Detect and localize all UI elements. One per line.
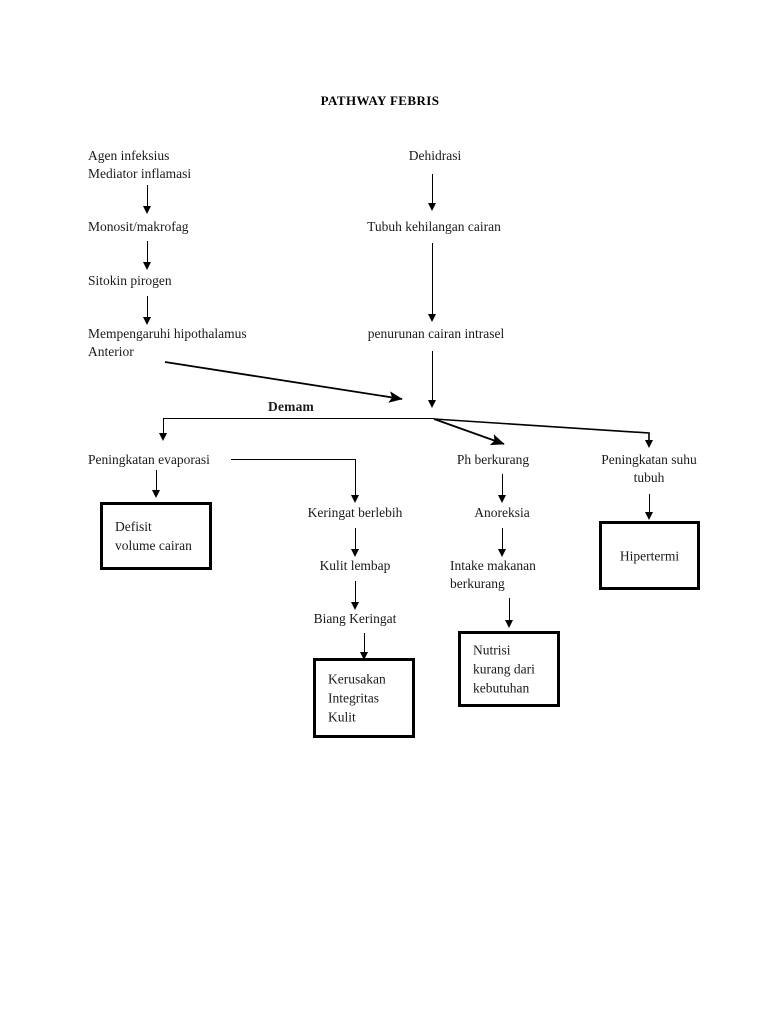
node-anoreksia: Anoreksia <box>474 505 530 520</box>
edge-hipothalamus-to-demam <box>164 361 403 403</box>
box-nutrisi-kurang-dari-kebutuhan: Nutrisi kurang dari kebutuhan <box>458 631 560 707</box>
edge-suhu-to-hipertermi-arrow <box>645 512 653 520</box>
edge-evaporasi-to-keringat-v <box>355 459 356 500</box>
edge-demam-to-evaporasi-line <box>163 418 164 438</box>
node-biang-keringat: Biang Keringat <box>313 611 397 626</box>
node-agen-infeksius: Agen infeksius Mediator inflamasi <box>88 148 192 181</box>
page-title: PATHWAY FEBRIS <box>320 93 440 108</box>
edge-biang-to-kerusakan-arrow <box>360 652 368 660</box>
edge-demam-to-suhu-arrow <box>645 440 653 448</box>
edge-dehidrasi-to-tubuh-line <box>432 174 433 208</box>
box-kerusakan-integritas-kulit-text: Kerusakan Integritas Kulit <box>328 671 386 725</box>
edge-keringat-to-kulit-arrow <box>351 549 359 557</box>
edge-evaporasi-to-defisit-arrow <box>152 490 160 498</box>
edge-evaporasi-to-keringat-arrow <box>351 495 359 503</box>
edge-sitokin-to-hipothalamus-arrow <box>143 317 151 325</box>
edge-monosit-to-sitokin-arrow <box>143 262 151 270</box>
node-sitokin-pirogen: Sitokin pirogen <box>88 273 172 288</box>
box-hipertermi-text: Hipertermi <box>619 548 680 563</box>
box-nutrisi-kurang-dari-kebutuhan-text: Nutrisi kurang dari kebutuhan <box>473 642 535 696</box>
edge-kulit-to-biang-line <box>355 581 356 607</box>
edge-demam-to-ph-berkurang <box>433 418 505 446</box>
node-keringat-berlebih: Keringat berlebih <box>307 505 403 520</box>
node-penurunan-cairan-intrasel: penurunan cairan intrasel <box>367 326 505 341</box>
edge-suhu-to-hipertermi-line <box>649 494 650 516</box>
edge-intake-to-nutrisi-line <box>509 598 510 622</box>
node-intake-makanan-berkurang: Intake makanan berkurang <box>450 558 536 591</box>
node-dehidrasi: Dehidrasi <box>408 148 462 163</box>
edge-sitokin-to-hipothalamus-line <box>147 296 148 322</box>
edge-agen-to-monosit-line <box>147 185 148 211</box>
node-demam: Demam <box>268 399 314 414</box>
edge-demam-to-evaporasi-arrow <box>159 433 167 441</box>
edge-tubuh-to-penurunan-arrow <box>428 314 436 322</box>
edge-penurunan-to-demam-line <box>432 351 433 405</box>
node-mempengaruhi-hipothalamus: Mempengaruhi hipothalamus Anterior <box>88 326 247 359</box>
edge-biang-to-kerusakan-line <box>364 633 365 657</box>
edge-penurunan-to-demam-arrow <box>428 400 436 408</box>
box-defisit-volume-cairan-text: Defisit volume cairan <box>115 519 192 553</box>
edge-evaporasi-to-defisit-line <box>156 470 157 494</box>
edge-kulit-to-biang-arrow <box>351 602 359 610</box>
edge-ph-to-anoreksia-line <box>502 474 503 500</box>
edge-intake-to-nutrisi-arrow <box>505 620 513 628</box>
node-monosit-makrofag: Monosit/makrofag <box>88 219 189 234</box>
edge-keringat-to-kulit-line <box>355 528 356 554</box>
edge-anoreksia-to-intake-arrow <box>498 549 506 557</box>
node-ph-berkurang: Ph berkurang <box>456 452 530 467</box>
edge-tubuh-to-penurunan-line <box>432 243 433 319</box>
box-kerusakan-integritas-kulit: Kerusakan Integritas Kulit <box>313 658 415 738</box>
node-peningkatan-evaporasi: Peningkatan evaporasi <box>88 452 210 467</box>
node-peningkatan-suhu-tubuh: Peningkatan suhu tubuh <box>601 452 697 485</box>
box-defisit-volume-cairan: Defisit volume cairan <box>100 502 212 570</box>
edge-monosit-to-sitokin-line <box>147 241 148 267</box>
box-hipertermi: Hipertermi <box>599 521 700 590</box>
node-kulit-lembap: Kulit lembap <box>319 558 391 573</box>
edge-ph-to-anoreksia-arrow <box>498 495 506 503</box>
edge-dehidrasi-to-tubuh-arrow <box>428 203 436 211</box>
edge-evaporasi-to-keringat-h <box>231 459 355 460</box>
node-tubuh-kehilangan-cairan: Tubuh kehilangan cairan <box>367 219 501 234</box>
edge-agen-to-monosit-arrow <box>143 206 151 214</box>
demam-distribution-bar <box>163 418 434 419</box>
edge-anoreksia-to-intake-line <box>502 528 503 554</box>
edge-demam-to-peningkatan-suhu <box>433 418 650 443</box>
